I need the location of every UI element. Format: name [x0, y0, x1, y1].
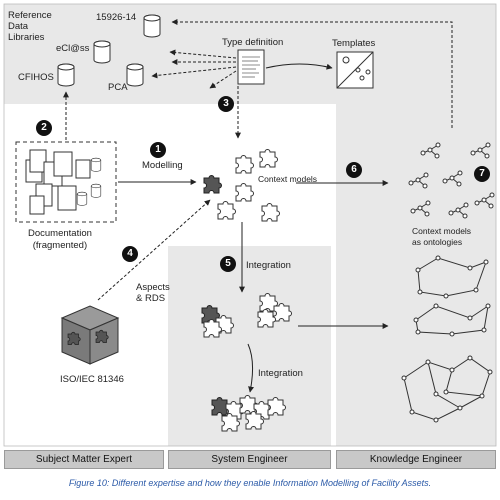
iso-label: ISO/IEC 81346: [60, 374, 124, 385]
step-badge-4: 4: [122, 246, 138, 262]
modelling-label: Modelling: [142, 160, 183, 171]
integration-cluster-1: [201, 293, 292, 338]
library-pca: PCA: [108, 82, 128, 93]
lane-knowledge-engineer: Knowledge Engineer: [336, 450, 496, 469]
step-badge-3: 3: [218, 96, 234, 112]
library-cfihos: CFIHOS: [18, 72, 54, 83]
lane-subject-matter-expert: Subject Matter Expert: [4, 450, 164, 469]
step-badge-7: 7: [474, 166, 490, 182]
type-definition-label: Type definition: [222, 37, 284, 48]
documentation-stack-icon: [25, 149, 102, 215]
iso-81346-cube-icon: [60, 305, 120, 365]
documentation-label: Documentation (fragmented): [28, 228, 92, 251]
templates-icon: [336, 51, 374, 89]
ontologies-label: Context models as ontologies: [412, 226, 472, 247]
integration-label-2: Integration: [258, 368, 303, 379]
type-definition-document-icon: [237, 49, 265, 85]
integrated-ontology-1: [413, 255, 491, 337]
database-pca-icon: [126, 63, 144, 87]
step-badge-1: 1: [150, 142, 166, 158]
knowledge-engineer-panel: [336, 104, 496, 446]
templates-label: Templates: [332, 38, 376, 49]
step-badge-6: 6: [346, 162, 362, 178]
integrated-ontology-2: [401, 355, 493, 423]
libraries-title: Reference Data Libraries: [8, 10, 52, 43]
step-badge-2: 2: [36, 120, 52, 136]
database-cfihos-icon: [57, 63, 75, 87]
integration-label-1: Integration: [246, 260, 291, 271]
integration-cluster-2: [211, 395, 286, 432]
library-eclass: eCl@ss: [56, 43, 90, 54]
context-models-puzzle-pieces: [203, 149, 280, 222]
database-eclass-icon: [93, 40, 111, 64]
library-15926: 15926-14: [96, 12, 137, 23]
figure-caption: Figure 10: Different expertise and how t…: [68, 478, 432, 488]
lane-system-engineer: System Engineer: [168, 450, 331, 469]
step-badge-5: 5: [220, 256, 236, 272]
aspects-label: Aspects & RDS: [136, 282, 170, 304]
database-15926-icon: [143, 14, 161, 38]
context-models-label: Context models: [258, 174, 318, 184]
